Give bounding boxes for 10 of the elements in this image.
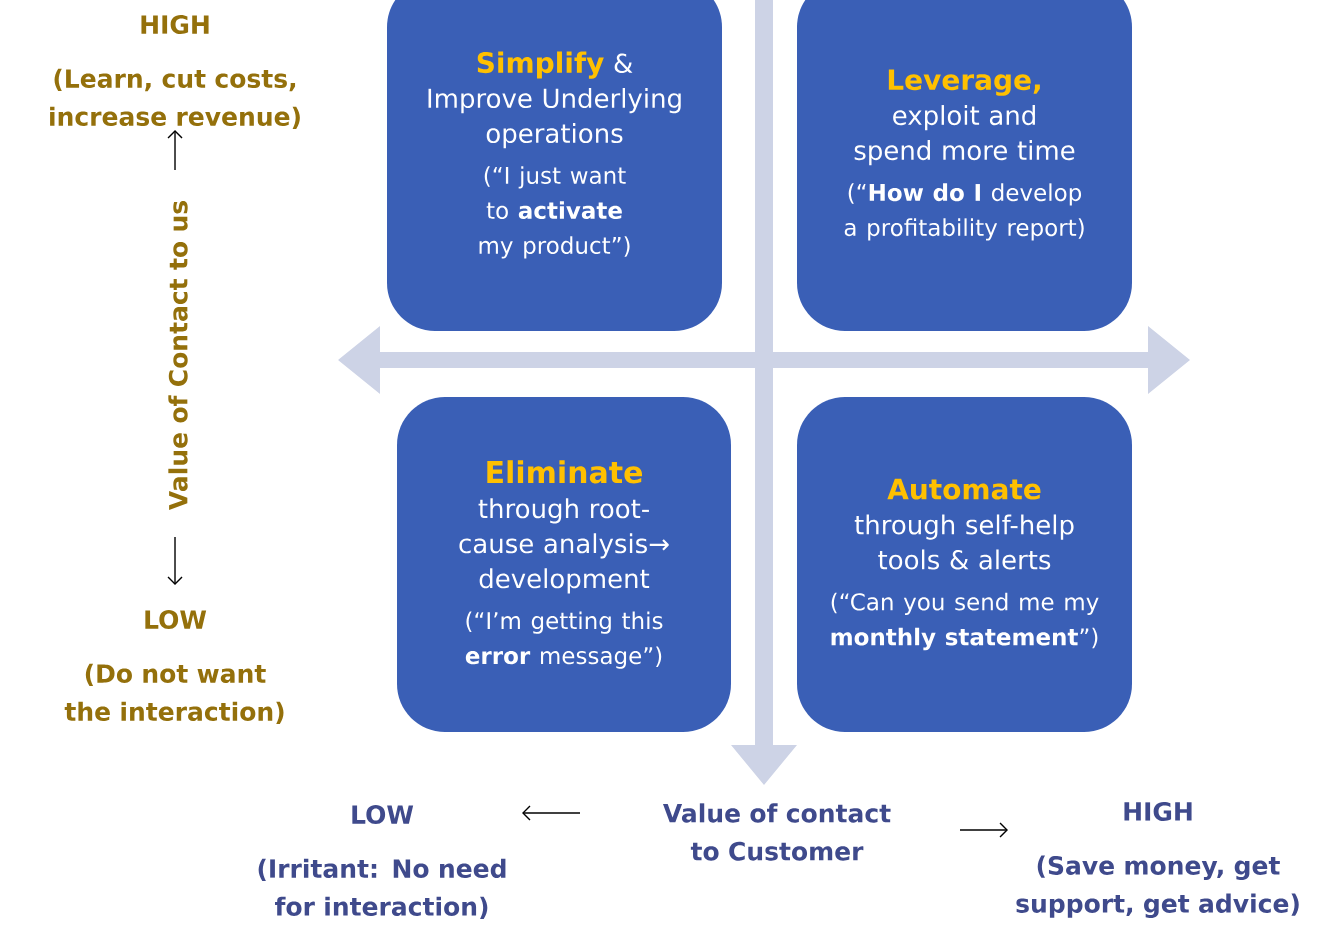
axis-label: HIGH (Save money, get support, get advice)	[1016, 802, 1299, 918]
axis-label: LOW (Irritant: No need for interaction)	[258, 805, 506, 919]
quadrant-box: Eliminate through root-cause analysis→ development (“I’m getting this error message”)	[397, 397, 731, 732]
axis-label: LOW (Do not want the interaction)	[64, 610, 284, 724]
quadrant-box: Automate through self-help tools & alerts (“Can you send me my monthly statement”)	[797, 397, 1132, 732]
axis-label: Value of contact to Customer	[663, 803, 891, 861]
axis-label: HIGH (Learn, cut costs, increase revenue)	[50, 15, 300, 129]
axis-label: Value of Contact to us	[168, 201, 188, 510]
quadrant-box: Leverage, exploit and spend more time (“How do I develop a profitability report)	[797, 0, 1132, 331]
quadrant-box: Simplify & Improve Underlying operations (“I just want to activate my product”)	[387, 0, 722, 331]
